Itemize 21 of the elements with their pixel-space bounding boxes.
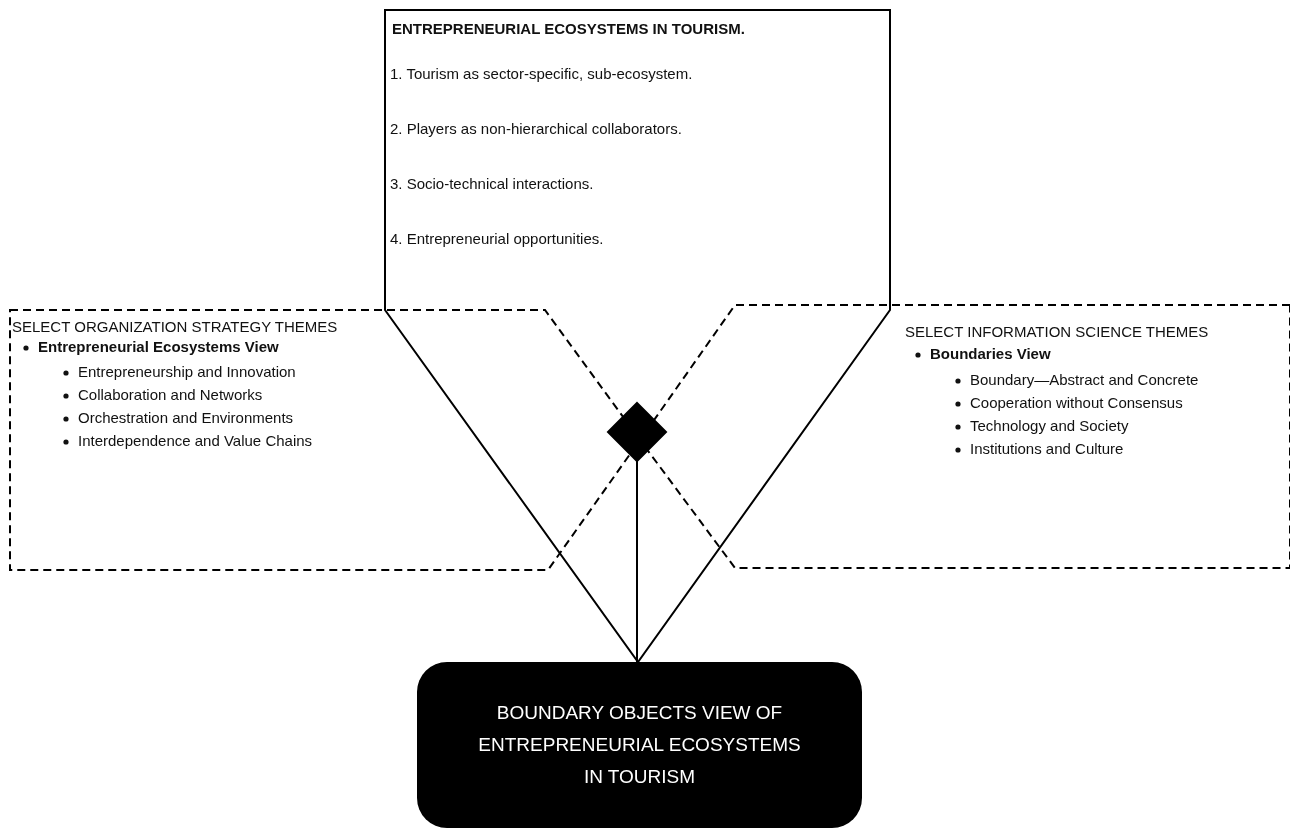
diamond-shape (608, 403, 666, 461)
list-item: Institutions and Culture (970, 440, 1124, 458)
panel-heading: ENTREPRENEURIAL ECOSYSTEMS IN TOURISM. (392, 20, 745, 38)
title-box (417, 662, 862, 828)
list-item: Cooperation without Consensus (970, 394, 1183, 412)
panel-heading: SELECT ORGANIZATION STRATEGY THEMES (12, 318, 338, 336)
list-item: Interdependence and Value Chains (78, 432, 313, 450)
list-item: Entrepreneurship and Innovation (78, 363, 296, 381)
list-item: Technology and Society (970, 417, 1129, 435)
list-item: Entrepreneurial Ecosystems View (38, 338, 279, 356)
list-item: 1. Tourism as sector-specific, sub-ecosystem. (390, 65, 693, 83)
pentagon-panel (385, 10, 890, 662)
list-item: Orchestration and Environments (78, 409, 294, 427)
list-item: Boundaries View (930, 345, 1051, 363)
list-item: 2. Players as non-hierarchical collaborators. (390, 120, 682, 138)
list-item: Collaboration and Networks (78, 386, 263, 404)
list-item: Boundary—Abstract and Concrete (970, 371, 1199, 389)
list-item: 3. Socio-technical interactions. (390, 175, 594, 193)
box-title: BOUNDARY OBJECTS VIEW OF ENTREPRENEURIAL ECOSYSTEMS IN TOURISM (477, 701, 802, 789)
list-item: 4. Entrepreneurial opportunities. (390, 230, 604, 248)
panel-heading: SELECT INFORMATION SCIENCE THEMES (905, 323, 1209, 341)
